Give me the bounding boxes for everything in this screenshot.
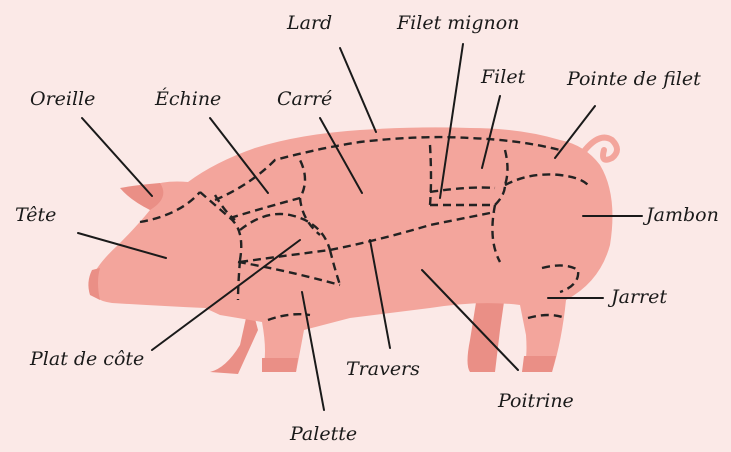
near-front-hoof [262, 358, 298, 372]
near-back-hoof [522, 356, 556, 372]
label-jarret: Jarret [611, 288, 667, 307]
label-pointe-de-filet: Pointe de filet [567, 70, 701, 89]
label-oreille: Oreille [30, 90, 95, 109]
label-lard: Lard [287, 14, 332, 33]
label-plat-de-cote: Plat de côte [30, 350, 144, 369]
label-echine: Échine [155, 90, 221, 109]
label-filet: Filet [481, 68, 525, 87]
label-travers: Travers [346, 360, 420, 379]
label-carre: Carré [277, 90, 332, 109]
label-palette: Palette [290, 425, 357, 444]
label-filet-mignon: Filet mignon [397, 14, 519, 33]
label-poitrine: Poitrine [498, 392, 574, 411]
label-tete: Tête [15, 206, 56, 225]
label-jambon: Jambon [646, 206, 719, 225]
pig-body [90, 127, 613, 372]
